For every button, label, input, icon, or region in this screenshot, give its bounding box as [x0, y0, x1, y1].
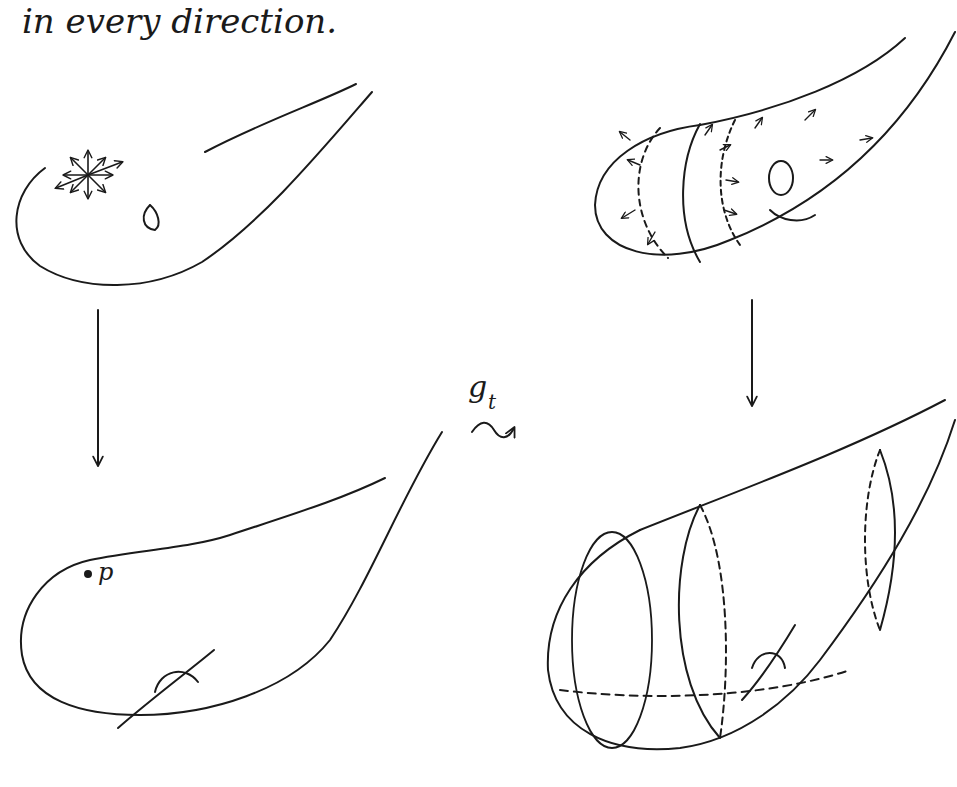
surface-bottom-right: [548, 400, 955, 749]
surface-bottom-left: [21, 432, 442, 728]
caption-text: in every direction.: [22, 4, 337, 38]
projection-arrow: [97, 310, 99, 465]
map-symbol: g: [468, 372, 487, 402]
point-label: p: [98, 560, 113, 584]
squiggle-arrow: [472, 423, 514, 438]
projection-arrow: [751, 300, 753, 405]
direction-star: [56, 151, 122, 198]
surface-top-right: [595, 32, 955, 262]
point-dot: [85, 571, 91, 577]
surface-top-left: [16, 84, 372, 285]
map-subscript: t: [488, 392, 496, 412]
normal-arrows: [620, 110, 872, 244]
